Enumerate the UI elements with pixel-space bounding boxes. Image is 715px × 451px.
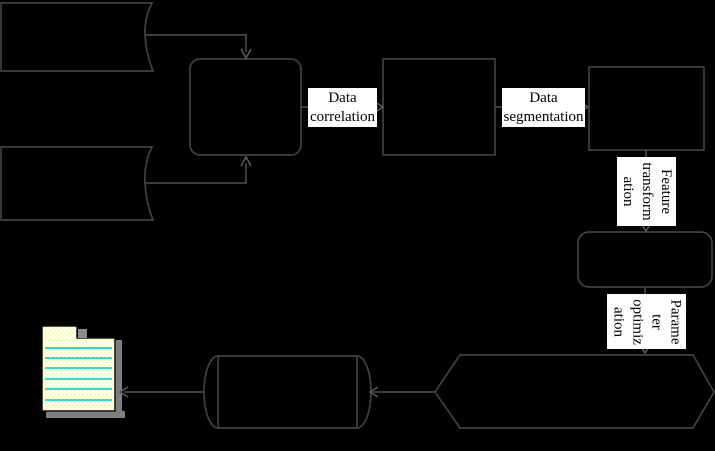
arrowhead-up-rounded1-bottom <box>240 155 252 167</box>
label-data-correlation: Data correlation <box>308 88 377 127</box>
input-card-top <box>0 2 155 72</box>
notepad-tab <box>78 329 87 338</box>
hexagon-node <box>433 354 715 429</box>
rounded-process-1 <box>189 58 302 156</box>
arrowhead-down-rounded1-top <box>240 48 252 60</box>
arrow-card2-to-rounded1 <box>145 163 247 184</box>
cylinder-node <box>203 355 372 429</box>
label-parameter-optimization: Parame ter optimiz ation <box>607 294 686 349</box>
label-feature-transformation: Feature transform ation <box>617 157 676 226</box>
notepad-shadow-bottom <box>46 411 125 418</box>
notepad-shadow-right <box>115 340 122 412</box>
rounded-process-2 <box>577 231 713 288</box>
arrowhead-right-box1 <box>374 101 385 113</box>
input-card-bottom <box>0 146 155 221</box>
process-box-2 <box>588 66 705 151</box>
notepad-icon <box>41 325 125 418</box>
arrowhead-left-notepad <box>118 386 129 398</box>
arrowhead-left-cylinder <box>368 386 379 398</box>
process-box-1 <box>382 58 496 156</box>
notepad-rule-lines <box>45 347 112 401</box>
label-feature-transformation-text: Feature transform ation <box>620 162 674 221</box>
label-parameter-optimization-text: Parame ter optimiz ation <box>610 298 684 345</box>
label-data-segmentation: Data segmentation <box>502 88 585 127</box>
arrow-card1-to-rounded1 <box>145 34 247 52</box>
